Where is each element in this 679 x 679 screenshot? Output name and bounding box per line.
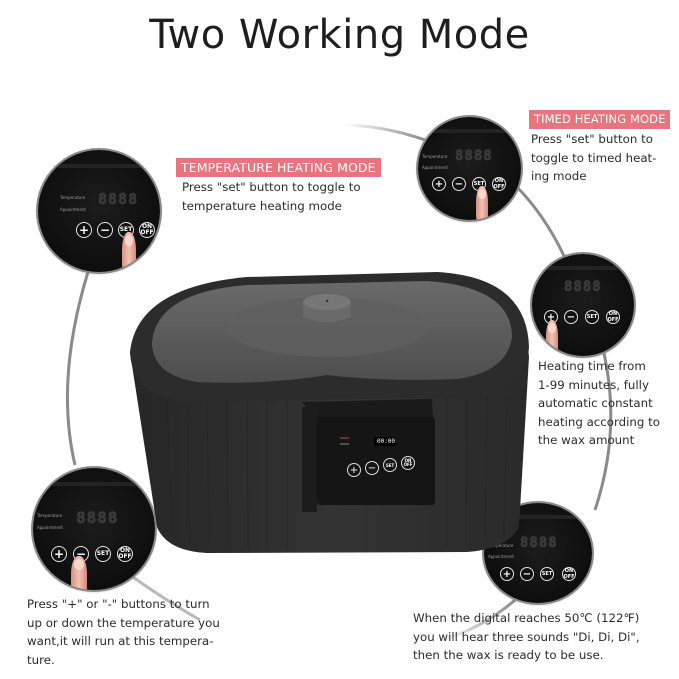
minus-icon: − [97, 222, 113, 238]
power-icon: ON OFF [606, 310, 620, 324]
indicator-label-appointment: Appointment [60, 207, 86, 212]
indicator-label-temperature: Temperature [422, 154, 448, 159]
caption-line: want,it will run at this tempera- [27, 634, 214, 648]
zoom-panel-temperature-mode: Temperature Appointment 8888 + − SET ON … [38, 150, 160, 272]
led-display: 8888 [520, 535, 558, 551]
caption-line: ture. [27, 652, 55, 667]
minus-icon: − [520, 567, 534, 581]
led-display: 8888 [564, 279, 602, 295]
finger-pressing-minus [71, 556, 87, 590]
caption-line: Press "set" button to toggle to [182, 180, 361, 194]
product-plus-button: + [347, 463, 361, 477]
minus-icon: − [452, 177, 466, 191]
finger-pressing-set [122, 232, 136, 272]
finger-pressing-plus [546, 320, 558, 356]
caption-line: Press "+" or "-" buttons to turn [27, 597, 210, 611]
led-display: 8888 [98, 190, 139, 208]
indicator-label-appointment: Appointment [422, 165, 448, 170]
caption-line: automatic constant [538, 396, 653, 410]
zoom-panel-timed-mode: Temperature Appointment 8888 + − SET ON … [418, 117, 521, 220]
page-title: Two Working Mode [149, 12, 530, 58]
ready-caption: When the digital reaches 50℃ (122℉) you … [413, 609, 640, 665]
caption-line: Press "set" button to [531, 132, 653, 146]
power-icon: ON OFF [139, 222, 155, 238]
plus-minus-caption: Press "+" or "-" buttons to turn up or d… [27, 595, 220, 669]
caption-line: you will hear three sounds "Di, Di, Di", [413, 629, 640, 644]
zoom-panel-temperature-adjust: Temperature Appointment 8888 + − SET ON … [33, 468, 155, 590]
zoom-panel-timer-adjust: 8888 + − SET ON OFF [532, 254, 634, 356]
caption-line: 1-99 minutes, fully [538, 377, 649, 392]
power-icon: ON OFF [492, 177, 506, 191]
led-display: 8888 [455, 148, 493, 164]
caption-line: temperature heating mode [182, 198, 342, 213]
product-power-button: ON OFF [401, 456, 415, 470]
indicator-label-appointment: Appointment [37, 525, 63, 530]
plus-icon: + [51, 546, 67, 562]
timer-caption: Heating time from 1-99 minutes, fully au… [538, 357, 660, 450]
caption-line: then the wax is ready to be use. [413, 648, 604, 662]
zoom-panel-ready: Temperature Appointment 8888 + − SET ON … [484, 503, 592, 603]
set-icon: SET [585, 310, 599, 324]
timed-mode-caption: Press "set" button to toggle to timed he… [531, 130, 656, 186]
caption-line: heating according to [538, 414, 660, 429]
indicator-label-temperature: Temperature [60, 195, 86, 200]
plus-icon: + [500, 567, 514, 581]
caption-line: the wax amount [538, 433, 635, 447]
plus-icon: + [432, 177, 446, 191]
temperature-mode-label: TEMPERATURE HEATING MODE [176, 158, 381, 177]
indicator-label-temperature: Temperature [37, 513, 63, 518]
led-display: 8888 [76, 508, 119, 527]
product-set-button: SET [383, 458, 397, 472]
wax-warmer-product [130, 272, 529, 553]
caption-line: toggle to timed heat- [531, 150, 657, 165]
power-icon: ON OFF [117, 546, 133, 562]
finger-pressing-set [476, 186, 488, 220]
caption-line: When the digital reaches 50℃ (122℉) [413, 611, 640, 625]
product-display: 00:00 [376, 438, 396, 445]
set-icon: SET [540, 567, 554, 581]
timed-mode-label: TIMED HEATING MODE [529, 110, 671, 129]
set-icon: SET [95, 546, 111, 562]
indicator-label-temperature: Temperature [488, 543, 514, 548]
caption-line: up or down the temperature you [27, 615, 220, 630]
caption-line: Heating time from [538, 359, 646, 373]
indicator-label-appointment: Appointment [488, 554, 514, 559]
temperature-mode-caption: Press "set" button to toggle to temperat… [182, 178, 361, 215]
power-icon: ON OFF [562, 567, 576, 581]
product-minus-button: − [365, 461, 379, 475]
plus-icon: + [76, 222, 92, 238]
caption-line: ing mode [531, 169, 587, 183]
minus-icon: − [564, 310, 578, 324]
